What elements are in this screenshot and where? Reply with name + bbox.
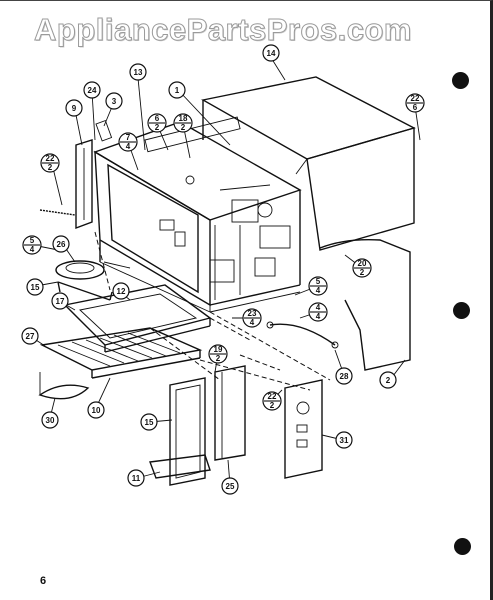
callout-6-2: 62 [147,113,167,133]
punch-hole-bottom [454,538,471,555]
svg-text:5: 5 [316,277,321,286]
access-panel [214,365,246,461]
svg-text:4: 4 [316,303,321,312]
svg-text:18: 18 [179,114,188,123]
callout-12: 12 [112,282,130,300]
callout-14: 14 [262,44,280,62]
svg-text:4: 4 [316,312,321,321]
svg-text:10: 10 [92,406,101,415]
callout-20-2: 202 [352,258,372,278]
svg-text:14: 14 [267,49,276,58]
svg-text:25: 25 [226,482,235,491]
svg-text:13: 13 [134,68,143,77]
fan-assembly [55,260,131,301]
svg-text:4: 4 [250,318,255,327]
callout-13: 13 [129,63,147,81]
svg-text:1: 1 [175,86,180,95]
page-number: 6 [40,575,47,587]
callout-22-6: 226 [405,93,425,113]
callout-5-4-left: 54 [22,235,42,255]
svg-text:3: 3 [112,97,117,106]
svg-text:2: 2 [360,268,365,277]
callout-30: 30 [41,411,59,429]
svg-text:15: 15 [145,418,154,427]
callout-28: 28 [335,367,353,385]
callout-9: 9 [65,99,83,117]
svg-text:11: 11 [132,474,141,483]
svg-text:26: 26 [57,240,66,249]
svg-text:5: 5 [30,236,35,245]
wire-harness [266,238,411,371]
callout-27: 27 [21,327,39,345]
callout-22-2-left: 222 [40,153,60,173]
svg-text:31: 31 [340,436,349,445]
svg-text:2: 2 [216,354,221,363]
punch-hole-top [452,72,469,89]
callout-4-4: 44 [308,302,328,322]
callout-1: 1 [168,81,186,99]
svg-text:22: 22 [411,94,420,103]
callout-31: 31 [335,431,353,449]
svg-text:4: 4 [126,142,131,151]
door-frame [149,377,211,486]
callout-25: 25 [221,477,239,495]
svg-text:23: 23 [248,309,257,318]
callout-24: 24 [83,81,101,99]
callout-15-door: 15 [140,413,158,431]
watermark: AppliancePartsPros.com [34,12,412,48]
callout-10: 10 [87,401,105,419]
svg-text:15: 15 [31,283,40,292]
svg-text:2: 2 [48,163,53,172]
callout-22-2-right: 222 [262,391,282,411]
svg-text:2: 2 [155,123,160,132]
svg-text:7: 7 [126,133,131,142]
svg-text:9: 9 [72,104,77,113]
callout-15-fan: 15 [26,278,44,296]
svg-text:12: 12 [117,287,126,296]
callout-18-2: 182 [173,113,193,133]
grille-assembly [39,327,203,379]
svg-text:27: 27 [26,332,35,341]
svg-text:4: 4 [30,245,35,254]
svg-text:22: 22 [46,154,55,163]
svg-text:22: 22 [268,392,277,401]
callout-23-4: 234 [242,308,262,328]
svg-text:6: 6 [413,103,418,112]
svg-text:2: 2 [181,123,186,132]
callout-7-4: 74 [118,132,138,152]
svg-text:2: 2 [386,376,391,385]
svg-text:28: 28 [340,372,349,381]
svg-text:19: 19 [214,345,223,354]
svg-text:20: 20 [358,259,367,268]
svg-text:6: 6 [155,114,160,123]
svg-text:2: 2 [270,401,275,410]
callout-2: 2 [379,371,397,389]
control-panel [284,379,323,479]
outer-cabinet [201,76,416,251]
callout-3: 3 [105,92,123,110]
svg-text:17: 17 [56,297,65,306]
callout-19-2: 192 [208,344,228,364]
lamp-part [38,372,90,400]
callout-5-4-right: 54 [308,276,328,296]
tray-assembly [63,284,212,353]
callout-11: 11 [127,469,145,487]
assembly-guide-lines [94,231,331,391]
callout-26: 26 [52,235,70,253]
punch-hole-middle [453,302,470,319]
svg-text:4: 4 [316,286,321,295]
svg-text:24: 24 [88,86,97,95]
callout-17: 17 [51,292,69,310]
main-chassis [93,116,302,313]
svg-text:30: 30 [46,416,55,425]
side-panel [39,120,113,230]
